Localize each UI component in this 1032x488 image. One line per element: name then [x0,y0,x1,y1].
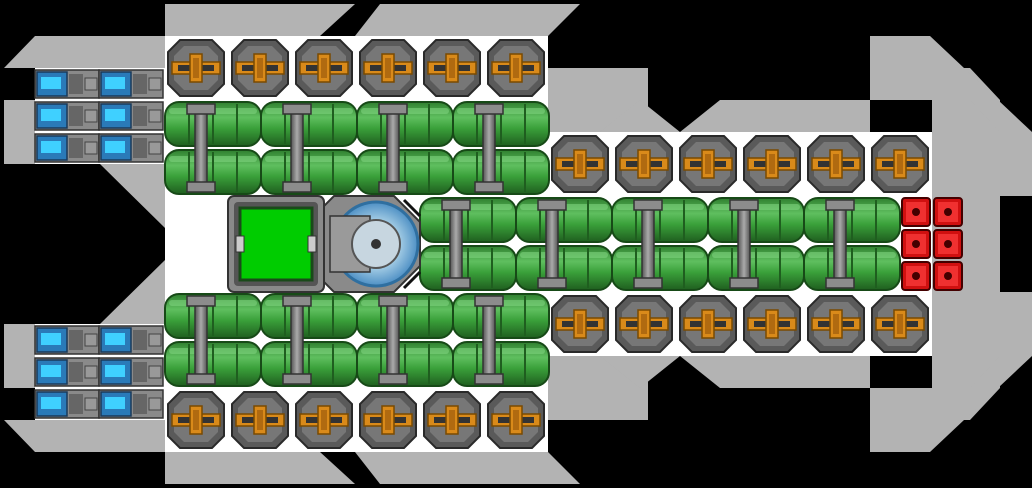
cargo-tank-icon[interactable] [452,101,550,195]
thruster-icon[interactable] [98,325,164,355]
deck-floor [35,36,932,452]
thruster-icon[interactable] [34,133,100,163]
turret-icon[interactable] [231,391,289,449]
turret-icon[interactable] [359,391,417,449]
bridge-icon[interactable] [323,195,422,293]
turret-icon[interactable] [295,391,353,449]
turret-icon[interactable] [871,295,929,353]
thruster-icon[interactable] [98,357,164,387]
turret-icon[interactable] [551,135,609,193]
turret-icon[interactable] [231,39,289,97]
cargo-tank-icon[interactable] [452,293,550,387]
turret-icon[interactable] [679,295,737,353]
thruster-icon[interactable] [34,389,100,419]
module-layer [34,39,963,449]
turret-icon[interactable] [743,295,801,353]
thruster-icon[interactable] [98,69,164,99]
ammo-crate-icon[interactable] [901,197,931,227]
turret-icon[interactable] [423,391,481,449]
cargo-tank-icon[interactable] [260,293,358,387]
cargo-tank-icon[interactable] [164,101,262,195]
thruster-icon[interactable] [34,101,100,131]
cargo-tank-icon[interactable] [803,197,901,291]
turret-icon[interactable] [167,391,225,449]
thruster-icon[interactable] [98,101,164,131]
reactor-icon[interactable] [227,195,325,293]
turret-icon[interactable] [423,39,481,97]
ammo-crate-icon[interactable] [933,197,963,227]
ammo-crate-icon[interactable] [901,261,931,291]
turret-icon[interactable] [487,391,545,449]
turret-icon[interactable] [871,135,929,193]
turret-icon[interactable] [679,135,737,193]
turret-icon[interactable] [167,39,225,97]
thruster-icon[interactable] [98,389,164,419]
cargo-tank-icon[interactable] [419,197,517,291]
turret-icon[interactable] [359,39,417,97]
cargo-tank-icon[interactable] [356,101,454,195]
cargo-tank-icon[interactable] [515,197,613,291]
cargo-tank-icon[interactable] [164,293,262,387]
turret-icon[interactable] [615,135,673,193]
thruster-icon[interactable] [98,133,164,163]
ammo-crate-icon[interactable] [933,229,963,259]
turret-icon[interactable] [743,135,801,193]
turret-icon[interactable] [807,295,865,353]
turret-icon[interactable] [487,39,545,97]
turret-icon[interactable] [807,135,865,193]
cargo-tank-icon[interactable] [356,293,454,387]
cargo-tank-icon[interactable] [611,197,709,291]
hull-frame [4,4,1032,484]
ammo-crate-icon[interactable] [933,261,963,291]
thruster-icon[interactable] [34,69,100,99]
ammo-crate-icon[interactable] [901,229,931,259]
turret-icon[interactable] [615,295,673,353]
turret-icon[interactable] [295,39,353,97]
turret-icon[interactable] [551,295,609,353]
thruster-icon[interactable] [34,325,100,355]
cargo-tank-icon[interactable] [707,197,805,291]
thruster-icon[interactable] [34,357,100,387]
